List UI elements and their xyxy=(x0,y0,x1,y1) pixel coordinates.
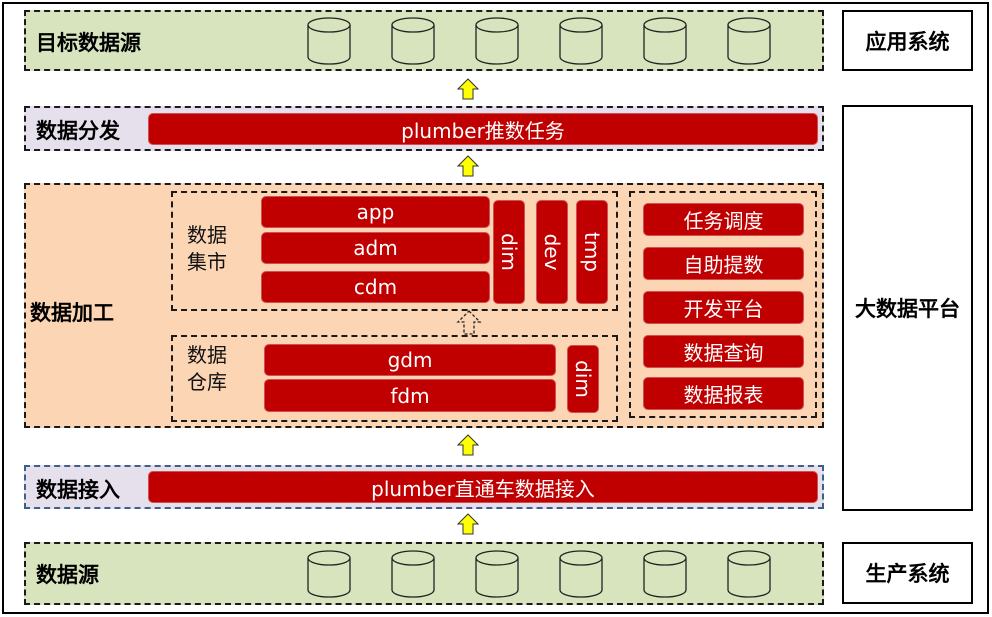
warehouse-row-label: gdm xyxy=(387,348,433,372)
tool-label: 自助提数 xyxy=(683,253,764,277)
data-ingest-layer: 数据接入 plumber直通车数据接入 xyxy=(24,465,824,509)
processing-layer-title: 数据加工 xyxy=(30,301,114,325)
tool-label: 数据报表 xyxy=(683,383,764,407)
plumber-push-task-label: plumber推数任务 xyxy=(401,118,565,143)
data-mart-label: 数据 集市 xyxy=(183,222,231,276)
database-icon xyxy=(643,17,687,65)
production-system-label: 生产系统 xyxy=(865,562,950,586)
mart-row-adm: adm xyxy=(261,232,490,264)
data-distribution-layer: 数据分发 plumber推数任务 xyxy=(24,106,824,151)
database-icon xyxy=(727,17,771,65)
data-mart-label-line1: 数据 xyxy=(187,223,227,247)
mart-row-app: app xyxy=(261,196,490,228)
up-arrow-icon xyxy=(457,513,479,535)
database-icon xyxy=(559,550,603,598)
database-icon xyxy=(475,550,519,598)
mart-row-label: adm xyxy=(353,236,398,260)
database-icon xyxy=(475,17,519,65)
data-mart-box: 数据 集市 app adm cdm dim dev tmp xyxy=(171,191,618,311)
production-system-box: 生产系统 xyxy=(842,542,973,604)
hollow-up-arrow-icon xyxy=(456,310,482,335)
up-arrow-icon xyxy=(457,78,479,100)
up-arrow-icon xyxy=(457,155,479,177)
mart-vertical-label: dev xyxy=(540,233,564,271)
database-icon xyxy=(727,550,771,598)
warehouse-vertical-dim: dim xyxy=(567,345,599,413)
up-arrow-icon xyxy=(457,434,479,456)
database-icon xyxy=(391,17,435,65)
tool-label: 开发平台 xyxy=(683,297,764,321)
plumber-push-task-bar: plumber推数任务 xyxy=(148,113,818,145)
big-data-platform-label: 大数据平台 xyxy=(855,297,960,321)
target-data-source-layer: 目标数据源 xyxy=(24,10,824,71)
database-icon xyxy=(307,550,351,598)
warehouse-vertical-label: dim xyxy=(571,360,595,398)
tool-data-report[interactable]: 数据报表 xyxy=(643,377,804,410)
data-warehouse-label-line1: 数据 xyxy=(187,343,227,367)
platform-tools-box: 任务调度 自助提数 开发平台 数据查询 数据报表 xyxy=(629,191,817,418)
tool-label: 数据查询 xyxy=(683,341,764,365)
database-icon xyxy=(643,550,687,598)
warehouse-row-gdm: gdm xyxy=(264,344,556,376)
data-warehouse-label-line2: 仓库 xyxy=(187,370,227,394)
distribution-layer-title: 数据分发 xyxy=(36,119,120,143)
tool-self-service-extract[interactable]: 自助提数 xyxy=(643,247,804,280)
mart-vertical-dev: dev xyxy=(536,200,568,304)
plumber-ingest-label: plumber直通车数据接入 xyxy=(371,476,595,501)
tool-data-query[interactable]: 数据查询 xyxy=(643,335,804,368)
mart-vertical-label: dim xyxy=(497,233,521,271)
target-layer-title: 目标数据源 xyxy=(36,31,141,55)
application-system-label: 应用系统 xyxy=(865,29,950,54)
warehouse-row-fdm: fdm xyxy=(264,379,556,412)
data-warehouse-box: 数据 仓库 gdm fdm dim xyxy=(171,335,618,422)
database-icon xyxy=(307,17,351,65)
tool-task-scheduling[interactable]: 任务调度 xyxy=(643,203,804,236)
tool-dev-platform[interactable]: 开发平台 xyxy=(643,291,804,324)
mart-row-label: app xyxy=(356,200,395,224)
data-warehouse-label: 数据 仓库 xyxy=(183,342,231,396)
data-processing-layer: 数据加工 数据 集市 app adm cdm dim dev tmp 数据 xyxy=(24,183,824,428)
tool-label: 任务调度 xyxy=(683,209,764,233)
data-mart-label-line2: 集市 xyxy=(187,250,227,274)
database-icon xyxy=(391,550,435,598)
mart-vertical-label: tmp xyxy=(580,231,604,273)
big-data-platform-box: 大数据平台 xyxy=(842,105,973,511)
mart-row-label: cdm xyxy=(353,275,398,299)
warehouse-row-label: fdm xyxy=(390,383,430,408)
data-source-layer: 数据源 xyxy=(24,542,824,605)
application-system-box: 应用系统 xyxy=(842,10,973,71)
mart-row-cdm: cdm xyxy=(261,271,490,303)
plumber-ingest-bar: plumber直通车数据接入 xyxy=(148,471,818,503)
mart-vertical-dim: dim xyxy=(493,200,525,304)
database-icon xyxy=(559,17,603,65)
mart-vertical-tmp: tmp xyxy=(576,200,608,304)
ingest-layer-title: 数据接入 xyxy=(36,478,120,502)
source-layer-title: 数据源 xyxy=(36,563,99,587)
